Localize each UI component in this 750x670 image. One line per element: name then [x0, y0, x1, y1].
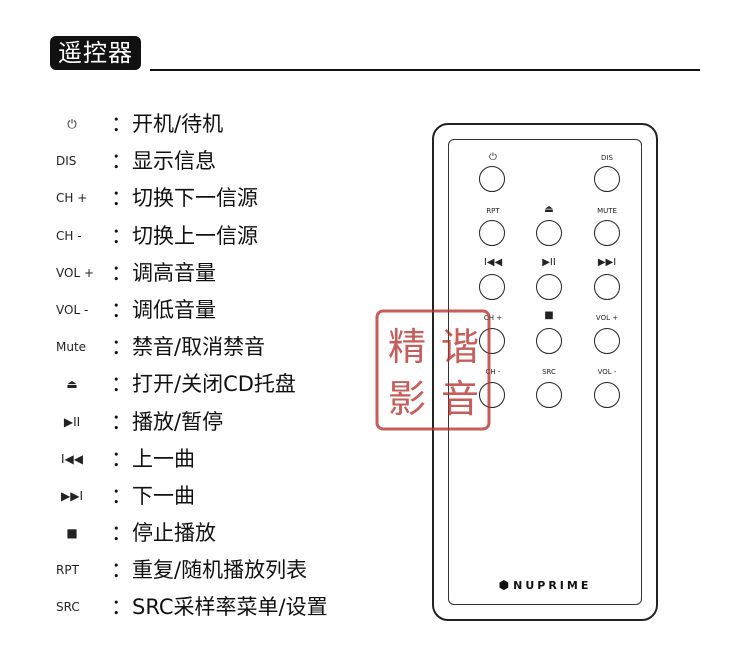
legend-key: VOL +	[56, 265, 94, 280]
legend-desc: ：打开/关闭CD托盘	[111, 372, 296, 397]
ch-minus-button	[479, 382, 505, 408]
seal-char: 影	[388, 377, 426, 421]
seal-char: 精	[388, 325, 426, 369]
legend-key: CH -	[56, 228, 82, 243]
seal-char: 谐	[441, 325, 479, 369]
legend-desc: ：播放/暂停	[111, 409, 224, 434]
legend-row-power: ⏻ ：开机/待机	[56, 106, 376, 143]
next-track-icon: ▶▶I	[61, 488, 83, 503]
legend-desc: ：SRC采样率菜单/设置	[111, 595, 328, 620]
mute-button	[594, 220, 620, 246]
legend-row-play-pause: ▶II ：播放/暂停	[56, 404, 376, 441]
remote-control-illustration: ⏻ DIS RPT ⏏ MUTE I◀◀ ▶II ▶▶I CH + ■ VOL …	[432, 123, 658, 621]
legend-desc: ：显示信息	[111, 149, 216, 174]
legend-key: SRC	[56, 600, 80, 615]
legend-desc: ：下一曲	[111, 483, 195, 508]
stop-icon: ■	[544, 310, 554, 321]
legend-desc: ：上一曲	[111, 446, 195, 471]
vol-plus-label: VOL +	[595, 314, 619, 322]
section-title: 遥控器	[50, 36, 141, 70]
vol-minus-label: VOL -	[597, 368, 617, 376]
power-icon: ⏻	[67, 117, 77, 131]
eject-icon: ⏏	[66, 377, 78, 392]
legend-key: VOL -	[56, 302, 89, 317]
rpt-button	[479, 220, 505, 246]
brand-name: NUPRIME	[513, 579, 592, 592]
src-label: SRC	[542, 368, 556, 376]
stop-icon: ■	[66, 526, 78, 541]
legend-key: Mute	[56, 340, 87, 355]
legend-row-mute: Mute ：禁音/取消禁音	[56, 329, 376, 366]
legend-row-previous: I◀◀ ：上一曲	[56, 441, 376, 478]
vol-minus-button	[594, 382, 620, 408]
src-button	[536, 382, 562, 408]
play-pause-button	[536, 274, 562, 300]
seal-char: 音	[441, 377, 479, 421]
eject-button	[536, 220, 562, 246]
previous-track-icon: I◀◀	[61, 451, 83, 466]
remote-body: ⏻ DIS RPT ⏏ MUTE I◀◀ ▶II ▶▶I CH + ■ VOL …	[448, 139, 642, 605]
dis-button	[594, 166, 620, 192]
legend-row-dis: DIS ：显示信息	[56, 143, 376, 180]
legend-desc: ：切换下一信源	[111, 186, 258, 211]
legend-row-ch-minus: CH - ：切换上一信源	[56, 218, 376, 255]
play-pause-icon: ▶II	[542, 257, 556, 268]
legend-row-src: SRC ：SRC采样率菜单/设置	[56, 589, 376, 626]
legend-desc: ：调低音量	[111, 297, 216, 322]
mute-label: MUTE	[597, 207, 617, 215]
legend-row-vol-plus: VOL + ：调高音量	[56, 255, 376, 292]
legend-row-stop: ■ ：停止播放	[56, 515, 376, 552]
next-track-icon: ▶▶I	[597, 257, 617, 268]
legend-row-eject: ⏏ ：打开/关闭CD托盘	[56, 366, 376, 403]
rpt-label: RPT	[486, 207, 500, 215]
ch-plus-label: CH +	[483, 314, 503, 322]
legend-row-rpt: RPT ：重复/随机播放列表	[56, 552, 376, 589]
legend-desc: ：禁音/取消禁音	[111, 335, 266, 360]
dis-label: DIS	[601, 154, 613, 162]
eject-icon: ⏏	[544, 204, 554, 215]
power-button	[479, 166, 505, 192]
section-header: 遥控器	[50, 36, 700, 72]
vol-plus-button	[594, 328, 620, 354]
legend-row-vol-minus: VOL - ：调低音量	[56, 292, 376, 329]
next-button	[594, 274, 620, 300]
stop-button	[536, 328, 562, 354]
legend-desc: ：切换上一信源	[111, 223, 258, 248]
button-legend: ⏻ ：开机/待机 DIS ：显示信息 CH + ：切换下一信源 CH - ：切换…	[56, 106, 376, 627]
previous-track-icon: I◀◀	[483, 257, 503, 268]
legend-desc: ：开机/待机	[111, 112, 224, 136]
title-underline	[150, 69, 700, 71]
power-icon: ⏻	[489, 152, 497, 163]
nuprime-logo-icon: ⬢	[498, 578, 510, 592]
legend-key: RPT	[56, 563, 79, 578]
legend-row-ch-plus: CH + ：切换下一信源	[56, 180, 376, 217]
legend-key: CH +	[56, 191, 88, 206]
legend-desc: ：停止播放	[111, 521, 216, 546]
legend-desc: ：重复/随机播放列表	[111, 558, 308, 583]
legend-row-next: ▶▶I ：下一曲	[56, 478, 376, 515]
previous-button	[479, 274, 505, 300]
brand-logo: ⬢NUPRIME	[449, 578, 641, 592]
ch-minus-label: CH -	[485, 368, 501, 376]
play-pause-icon: ▶II	[63, 414, 81, 429]
legend-desc: ：调高音量	[111, 260, 216, 285]
legend-key: DIS	[56, 154, 77, 169]
red-seal-stamp: 精 影 谐 音	[375, 309, 491, 431]
ch-plus-button	[479, 328, 505, 354]
